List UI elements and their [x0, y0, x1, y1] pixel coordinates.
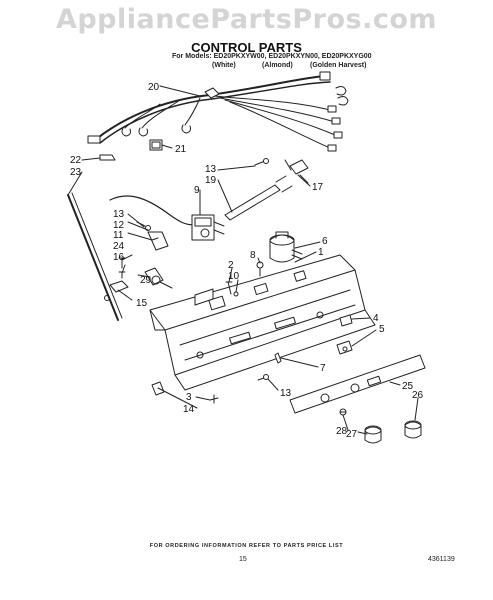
page-number: 15	[239, 556, 247, 563]
callout-15: 15	[136, 298, 148, 309]
callout-6: 6	[322, 236, 328, 247]
wiring-harness	[87, 71, 349, 152]
callout-17: 17	[312, 182, 324, 193]
variant-almond: (Almond)	[262, 62, 293, 69]
callout-12: 12	[113, 220, 125, 231]
model-list: For Models: ED20PKXYW00, ED20PKXYN00, ED…	[172, 53, 372, 60]
callout-27: 27	[346, 429, 358, 440]
callout-10: 10	[228, 271, 240, 282]
callout-4: 4	[373, 313, 379, 324]
callout-7: 7	[320, 363, 326, 374]
callout-9: 9	[194, 185, 200, 196]
callout-28: 28	[336, 426, 348, 437]
callout-24: 24	[113, 241, 125, 252]
callout-5: 5	[379, 324, 385, 335]
variant-white: (White)	[212, 62, 236, 69]
callout-3: 3	[186, 392, 192, 403]
ordering-note: FOR ORDERING INFORMATION REFER TO PARTS …	[149, 543, 344, 549]
callout-13-top: 13	[205, 164, 217, 175]
callout-2: 2	[228, 260, 234, 271]
callout-22: 22	[70, 155, 82, 166]
document-part-number: 4361139	[428, 556, 455, 563]
callout-26: 26	[412, 390, 424, 401]
callout-13-left: 13	[113, 209, 125, 220]
callout-11: 11	[113, 230, 124, 241]
diagram-title: CONTROL PARTS	[191, 40, 302, 55]
callout-25: 25	[402, 381, 414, 392]
variant-golden-harvest: (Golden Harvest)	[310, 62, 367, 69]
callout-8: 8	[250, 250, 256, 261]
callout-21: 21	[175, 144, 187, 155]
callout-19: 19	[205, 175, 217, 186]
watermark-logo: AppliancePartsPros.com	[55, 4, 438, 35]
callout-14: 14	[183, 404, 195, 415]
callout-23: 23	[70, 167, 82, 178]
callout-16: 16	[113, 252, 125, 263]
callout-1: 1	[318, 247, 324, 258]
callout-20: 20	[148, 82, 160, 93]
callout-29: 29	[140, 275, 152, 286]
callout-13-bottom: 13	[280, 388, 292, 399]
